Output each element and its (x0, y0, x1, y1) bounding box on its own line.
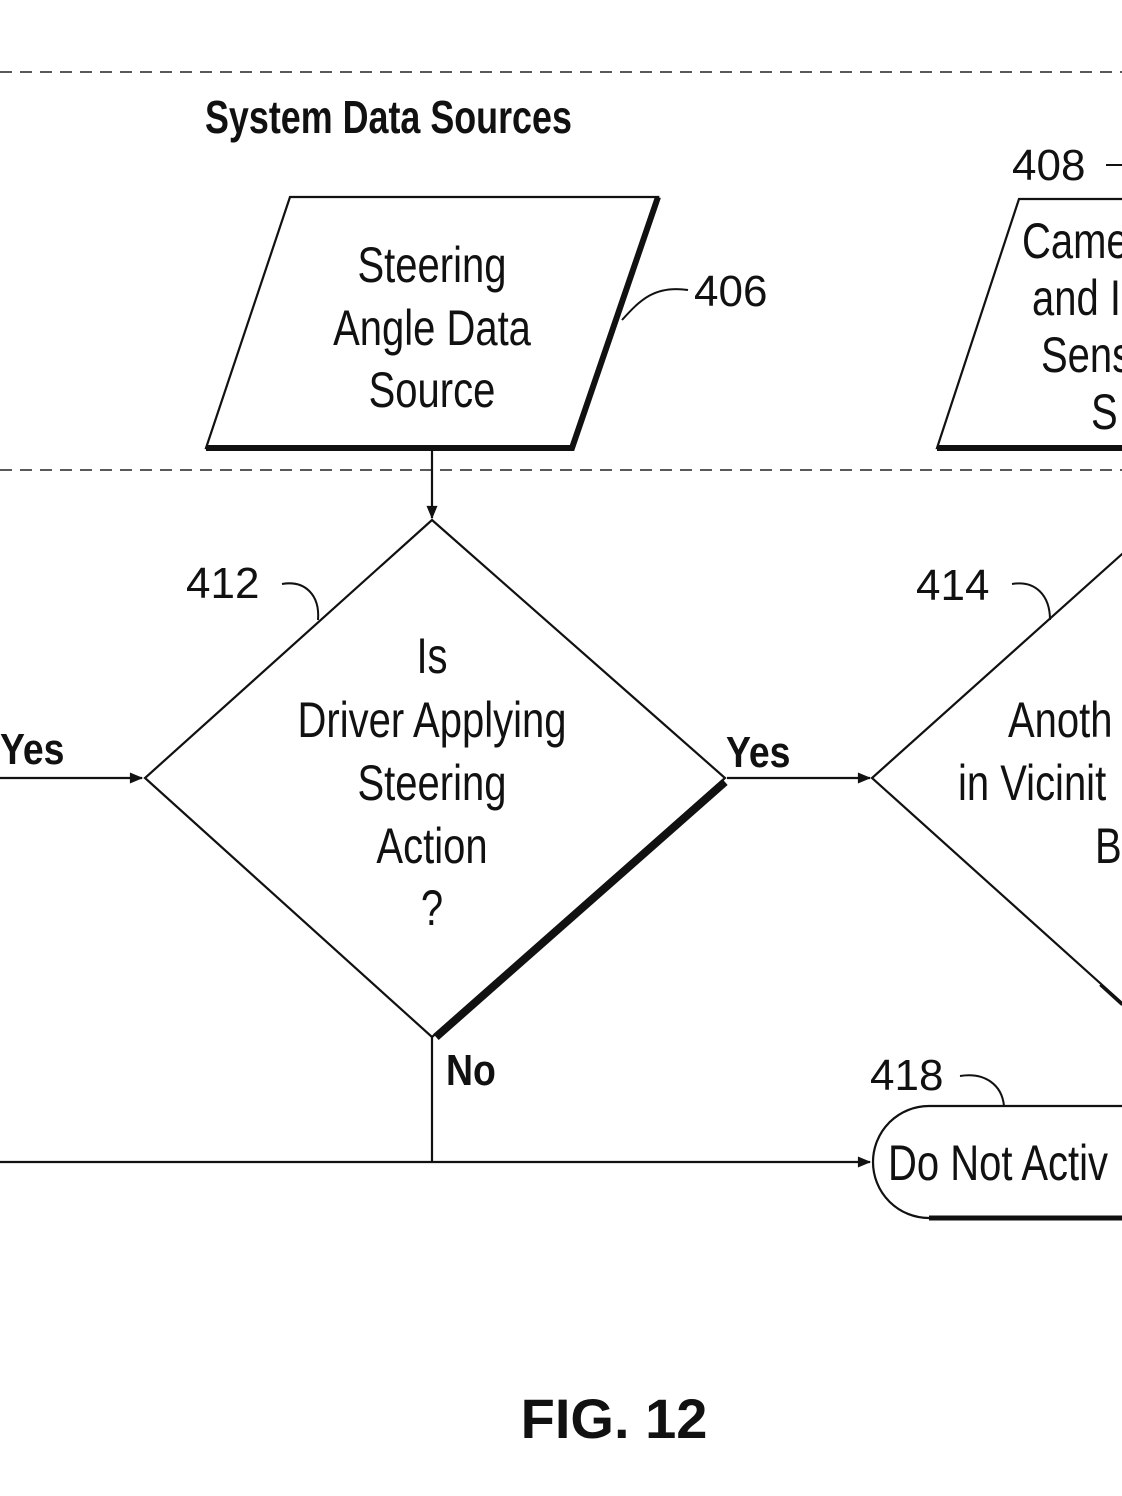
ref-408: 408 (1012, 141, 1085, 190)
camera-data-source: Came and I Sens S (935, 197, 1122, 451)
camera-source-line-3: Sens (1041, 327, 1122, 383)
ref-412: 412 (186, 559, 259, 608)
decision-412-no-label: No (446, 1045, 496, 1095)
ref-406: 406 (694, 267, 767, 316)
decision-414: Anoth in Vicinit B (870, 552, 1122, 1005)
ref-412-leader (281, 582, 320, 621)
incoming-yes-label: Yes (0, 724, 64, 774)
decision-414-line-3: B (1095, 818, 1122, 874)
terminal-418: Do Not Activ (871, 1104, 1122, 1221)
camera-source-line-1: Came (1022, 213, 1122, 269)
steering-source-line-3: Source (369, 362, 496, 418)
ref-406-leader (621, 288, 689, 321)
decision-412: Is Driver Applying Steering Action ? (143, 518, 728, 1040)
ref-414: 414 (916, 561, 989, 610)
steering-angle-data-source: Steering Angle Data Source (204, 195, 661, 451)
terminal-418-text: Do Not Activ (888, 1135, 1108, 1191)
section-title: System Data Sources (205, 92, 572, 143)
steering-source-line-2: Angle Data (333, 300, 532, 356)
decision-412-line-4: Action (376, 818, 487, 874)
decision-414-lower-edge (1099, 984, 1122, 1006)
decision-414-line-2: in Vicinit (958, 755, 1107, 811)
camera-source-line-4: S (1091, 384, 1118, 440)
decision-412-line-5: ? (421, 880, 443, 936)
decision-412-yes-label: Yes (726, 727, 790, 777)
decision-412-line-2: Driver Applying (298, 692, 567, 748)
ref-414-leader (1011, 582, 1051, 621)
decision-412-line-3: Steering (358, 755, 507, 811)
camera-source-line-2: and I (1032, 270, 1121, 326)
figure-label: FIG. 12 (521, 1387, 708, 1450)
decision-412-line-1: Is (416, 628, 447, 684)
ref-418: 418 (870, 1051, 943, 1100)
ref-418-leader (959, 1074, 1005, 1107)
steering-source-line-1: Steering (358, 237, 507, 293)
decision-414-line-1: Anoth (1008, 692, 1113, 748)
